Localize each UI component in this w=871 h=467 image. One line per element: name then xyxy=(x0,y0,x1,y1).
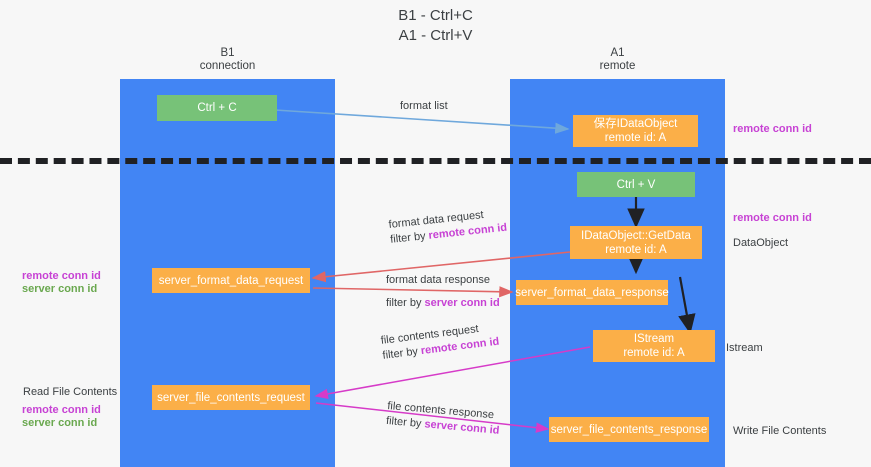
node-server-file-contents-request[interactable]: server_file_contents_request xyxy=(152,385,310,410)
page-title: B1 - Ctrl+C A1 - Ctrl+V xyxy=(398,7,473,44)
node-ctrl-v[interactable]: Ctrl + V xyxy=(577,172,695,197)
annotation-istream: Istream xyxy=(726,342,763,354)
annotation-left-remote-conn-id-bottom: remote conn id xyxy=(22,404,101,416)
phase-separator-dashed-line xyxy=(0,158,871,164)
edge-label-line2: filter by xyxy=(386,297,425,309)
annotation-read-file-contents: Read File Contents xyxy=(23,386,118,398)
annotation-left-remote-conn-id-mid: remote conn id xyxy=(22,270,101,282)
node-server-format-data-response[interactable]: server_format_data_response xyxy=(515,280,669,305)
edge-label-line2: filter by xyxy=(385,414,425,431)
node-ctrl-c[interactable]: Ctrl + C xyxy=(157,95,277,121)
node-server-format-data-request[interactable]: server_format_data_request xyxy=(152,268,310,293)
edge-label-file-contents-request: file contents request filter by remote c… xyxy=(380,320,500,364)
annotation-dataobject: DataObject xyxy=(733,237,789,249)
node-server-file-contents-response[interactable]: server_file_contents_response xyxy=(549,417,709,442)
column-header-a1: A1 remote xyxy=(599,47,636,72)
node-idataobject-remote[interactable]: 保存IDataObject remote id: A xyxy=(573,115,698,147)
annotation-write-file-contents: Write File Contents xyxy=(733,425,827,437)
edge-label-format-data-request: format data request filter by remote con… xyxy=(388,206,508,248)
annotation-remote-conn-id-top: remote conn id xyxy=(733,123,812,135)
edge-label-file-contents-response: file contents response filter by server … xyxy=(385,399,501,439)
edge-label-line2: filter by xyxy=(381,345,422,362)
edge-label-format-list: format list xyxy=(400,99,448,114)
edge-label-line1: format list xyxy=(400,100,448,112)
node-idataobject-getdata[interactable]: IDataObject::GetData remote id: A xyxy=(570,226,702,259)
annotation-remote-conn-id-mid: remote conn id xyxy=(733,212,812,224)
edge-label-format-data-response: format data response filter by server co… xyxy=(386,273,500,311)
annotation-left-server-conn-id-mid: server conn id xyxy=(22,283,98,295)
edge-label-line2-wrap: filter by server conn id xyxy=(386,296,500,311)
annotation-left-server-conn-id-bottom: server conn id xyxy=(22,417,98,429)
edge-label-line2: filter by xyxy=(389,229,430,246)
column-header-b1: B1 connection xyxy=(199,47,256,72)
edge-label-highlight: server conn id xyxy=(424,297,500,309)
edge-label-line1: format data response xyxy=(386,274,490,286)
node-istream[interactable]: IStream remote id: A xyxy=(593,330,715,362)
